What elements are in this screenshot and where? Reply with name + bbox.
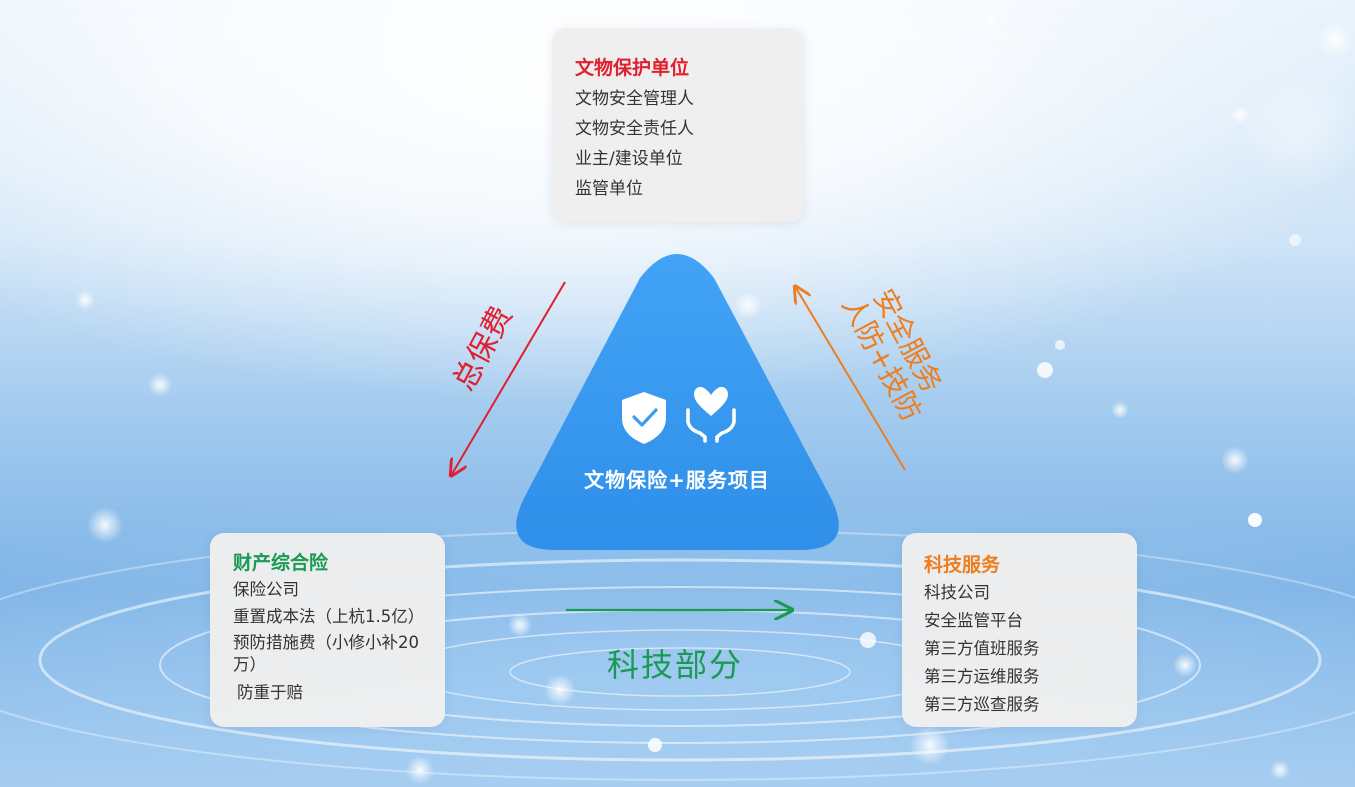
shield-check-icon (622, 392, 666, 444)
center-triangle (516, 254, 839, 550)
arrow-premium (452, 281, 566, 474)
list-item: 防重于赔 (237, 683, 303, 702)
bokeh-lights (75, 11, 1355, 784)
center-label: 文物保险+服务项目 (584, 468, 770, 492)
tech-service-card: 科技服务 科技公司 安全监管平台 第三方值班服务 第三方运维服务 第三方巡查服务 (902, 533, 1137, 727)
list-item: 安全监管平台 (924, 611, 1023, 630)
list-item: 第三方值班服务 (924, 639, 1040, 658)
list-item: 第三方巡查服务 (924, 695, 1040, 714)
hands-heart-icon (686, 386, 736, 443)
heritage-protection-unit-card: 文物保护单位 文物安全管理人 文物安全责任人 业主/建设单位 监管单位 (552, 28, 804, 222)
card-title: 文物保护单位 (575, 57, 690, 79)
list-item: 科技公司 (924, 583, 990, 602)
list-item: 预防措施费（小修小补20万） (233, 633, 419, 674)
card-title: 财产综合险 (233, 552, 329, 574)
list-item: 监管单位 (575, 179, 643, 199)
list-item: 文物安全管理人 (575, 89, 694, 109)
list-item: 第三方运维服务 (924, 667, 1040, 686)
list-item: 业主/建设单位 (575, 149, 683, 169)
tech-part-label: 科技部分 (606, 646, 743, 684)
list-item: 重置成本法（上杭1.5亿） (233, 606, 425, 626)
list-item: 文物安全责任人 (575, 119, 694, 139)
property-insurance-card: 财产综合险 保险公司 重置成本法（上杭1.5亿） 预防措施费（小修小补20万） … (210, 533, 445, 727)
list-item: 保险公司 (233, 580, 299, 599)
card-title: 科技服务 (924, 554, 1001, 576)
arrow-security-service (796, 288, 906, 471)
